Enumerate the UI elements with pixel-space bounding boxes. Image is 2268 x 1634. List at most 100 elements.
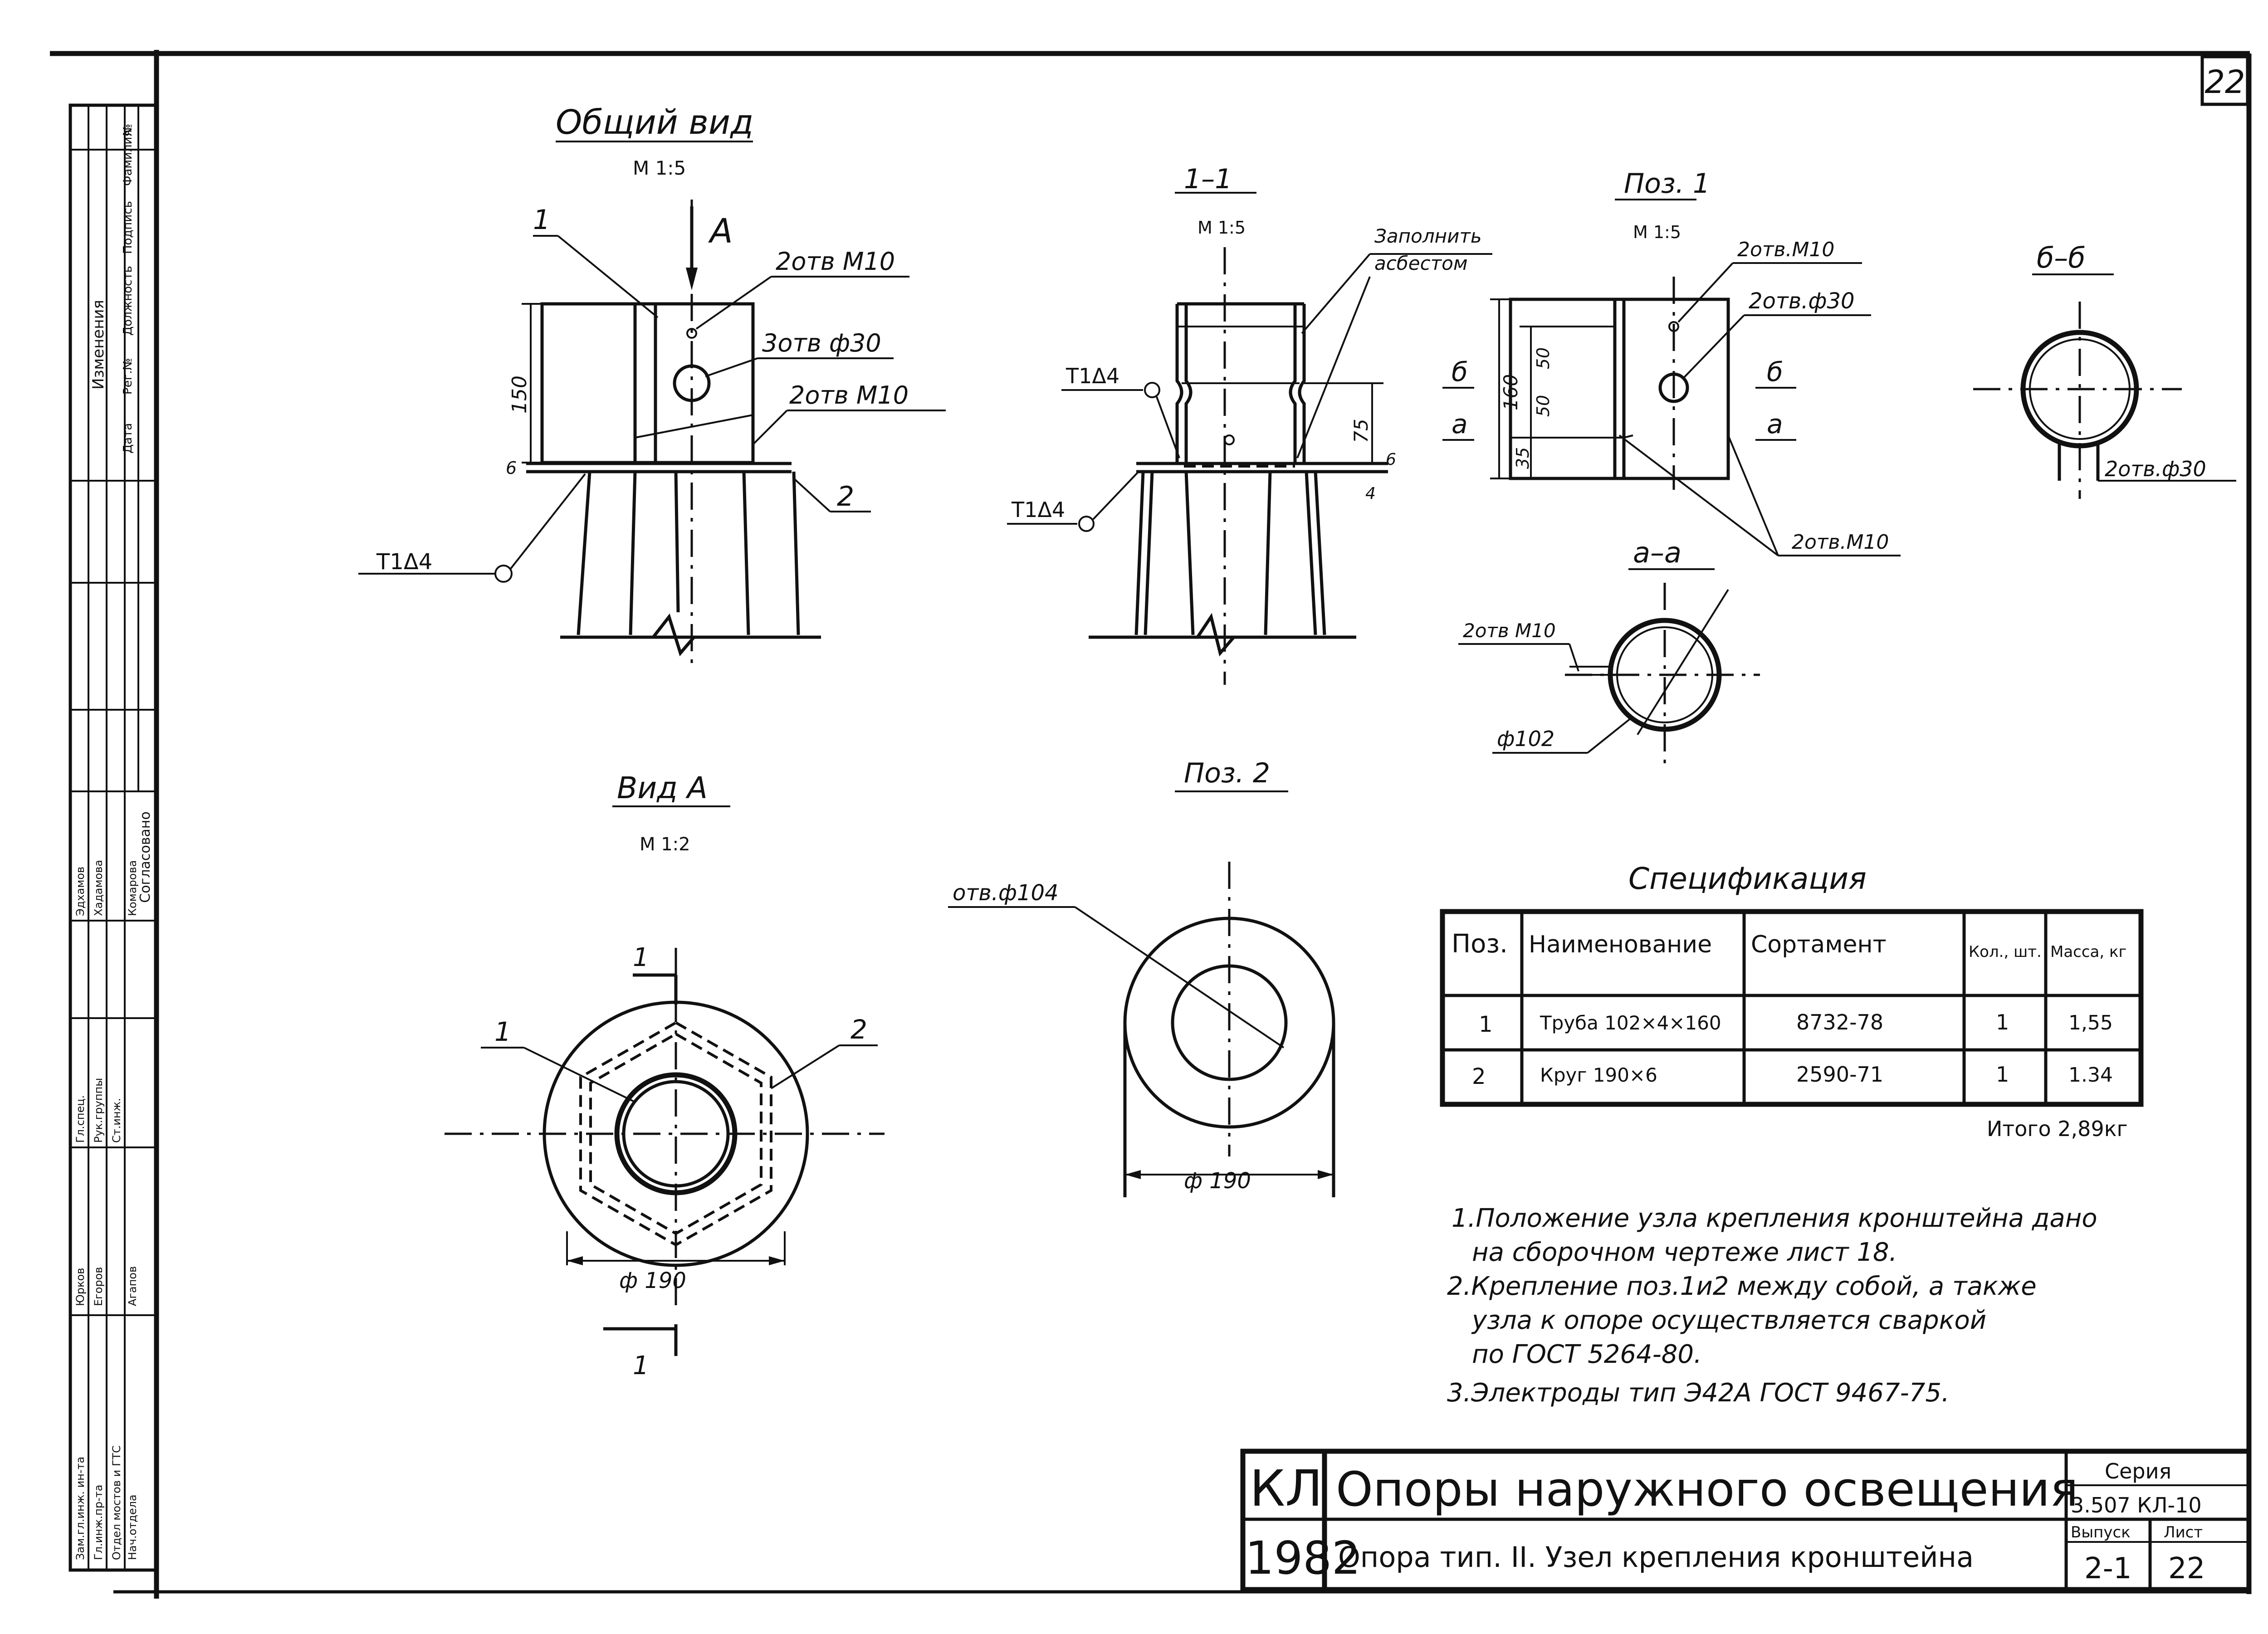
general-pos2-label: 2 (837, 481, 854, 512)
changes-title: Изменения (89, 300, 108, 390)
view-a-diameter: ф 190 (619, 1268, 686, 1293)
side-stamp: Изменения Дата Рег.№ Должность Подпись Ф… (68, 103, 158, 1572)
spec-r2-qty: 1 (1996, 1062, 2009, 1087)
sheet-frame: 22 (50, 50, 2252, 1599)
pos1-callout-m10-bottom: 2отв.М10 (1792, 531, 1889, 554)
role-chief-spec: Гл.спец. (74, 1095, 87, 1143)
title-series: 3.507 КЛ-10 (2071, 1493, 2202, 1517)
pos1-section-a-left: а (1452, 409, 1468, 439)
view-a-pos2: 2 (850, 1014, 867, 1045)
title-series-label: Серия (2105, 1459, 2171, 1483)
view-a: Вид А М 1:2 1 1 1 2 ф 190 (445, 771, 885, 1380)
view-a-cut-bottom: 1 (633, 1351, 649, 1380)
section-1-1: 1–1 М 1:5 Заполнить асбестом Т1Δ4 Т1Δ4 7… (1007, 163, 1492, 685)
general-callout-m10-bottom: 2отв М10 (789, 381, 909, 410)
title-year: 1982 (1245, 1532, 1361, 1585)
section-bb-holes: 2отв.ф30 (2105, 457, 2206, 481)
spec-r1-sortament: 8732-78 (1796, 1010, 1883, 1034)
pos1-dim-50-bottom: 50 (1533, 395, 1553, 417)
pos1-section-a-right: а (1767, 409, 1783, 439)
section-weld-bottom: Т1Δ4 (1011, 498, 1065, 522)
general-view: Общий вид М 1:5 А 150 6 1 2отв М10 3отв … (358, 103, 946, 671)
section-a-a: а–а 2отв М10 ф102 (1458, 536, 1760, 766)
spec-header-sortament: Сортамент (1751, 931, 1887, 958)
view-a-scale: М 1:2 (640, 834, 690, 855)
spec-r2-pos: 2 (1472, 1064, 1486, 1089)
section-dim-75: 75 (1350, 419, 1372, 443)
note-line-2: на сборочном чертеже лист 18. (1472, 1238, 1897, 1267)
section-dim-4: 4 (1365, 484, 1376, 503)
title-code: КЛ (1250, 1459, 1323, 1517)
pos2-hole: отв.ф104 (953, 880, 1059, 906)
view-a-cut-top: 1 (633, 943, 649, 972)
role-group-lead: Рук.группы (92, 1078, 105, 1143)
notes: 1.Положение узла крепления кронштейна да… (1447, 1204, 2097, 1408)
spec-header-qty: Кол., шт. (1969, 943, 2042, 961)
spec-r2-name: Круг 190×6 (1540, 1064, 1657, 1086)
title-sheet: 22 (2168, 1552, 2205, 1585)
pos1-title: Поз. 1 (1624, 168, 1710, 200)
fill-note-1: Заполнить (1374, 225, 1482, 247)
stamp-col-signature: Подпись (121, 201, 135, 254)
section-1-1-scale: М 1:5 (1198, 218, 1246, 238)
view-a-title: Вид А (617, 771, 708, 805)
pos1-callout-m10: 2отв.М10 (1737, 238, 1834, 261)
stamp-col-name: Фамилия (121, 130, 135, 186)
approved-label: Согласовано (137, 811, 153, 903)
general-callout-d30: 3отв ф30 (762, 329, 881, 357)
pos1-callout-d30: 2отв.ф30 (1749, 288, 1855, 314)
stamp-col-date: Дата (121, 423, 135, 454)
title-block: КЛ 1982 Опоры наружного освещения Опора … (1240, 1449, 2252, 1592)
spec-title: Спецификация (1628, 861, 1867, 896)
spec-header-name: Наименование (1529, 931, 1712, 958)
spec-r1-name: Труба 102×4×160 (1540, 1012, 1721, 1034)
section-aa-title: а–а (1633, 536, 1681, 569)
pos1-dim-50-top: 50 (1533, 347, 1553, 369)
title-issue-label: Выпуск (2071, 1523, 2131, 1541)
name-6: Комарова (126, 860, 139, 916)
title-main: Опоры наружного освещения (1336, 1462, 2078, 1517)
section-aa-holes: 2отв М10 (1463, 619, 1556, 642)
section-weld-top: Т1Δ4 (1066, 364, 1119, 388)
general-callout-m10-top: 2отв М10 (776, 247, 895, 276)
pos1-dim-160: 160 (1500, 374, 1522, 410)
sheet-number: 22 (2204, 63, 2245, 101)
note-line-3: 2.Крепление поз.1и2 между собой, а также (1447, 1272, 2037, 1301)
spec-r2-sortament: 2590-71 (1796, 1062, 1883, 1087)
note-line-1: 1.Положение узла крепления кронштейна да… (1452, 1204, 2097, 1233)
note-line-6: 3.Электроды тип Э42А ГОСТ 9467-75. (1447, 1378, 1950, 1408)
pos1-section-b-right: б (1767, 356, 1783, 387)
name-3: Агапов (126, 1266, 139, 1306)
pos2-title: Поз. 2 (1184, 757, 1270, 789)
spec-total: Итого 2,89кг (1987, 1117, 2128, 1141)
role-deputy-chief: Зам.гл.инж. ин-та (74, 1457, 87, 1560)
pos1-section-b-left: б (1452, 356, 1468, 387)
stamp-col-no: № (121, 124, 135, 136)
general-view-scale: М 1:5 (633, 157, 686, 179)
spec-r1-pos: 1 (1479, 1012, 1493, 1037)
general-view-title: Общий вид (556, 103, 753, 142)
stamp-col-reg: Рег.№ (121, 358, 135, 395)
name-4: Эдхамов (74, 867, 87, 916)
pos1-dim-35: 35 (1513, 447, 1533, 469)
note-line-5: по ГОСТ 5264-80. (1472, 1340, 1702, 1369)
section-b-b: б–б 2отв.ф30 (1973, 241, 2236, 499)
name-1: Юрков (74, 1268, 87, 1306)
section-dim-6: 6 (1386, 450, 1396, 469)
title-sheet-label: Лист (2164, 1523, 2203, 1541)
spec-header-mass: Масса, кг (2050, 943, 2126, 961)
role-chief-engineer: Гл.инж.пр-та (92, 1485, 105, 1560)
name-5: Хадамова (92, 860, 105, 916)
spec-r2-mass: 1.34 (2068, 1063, 2113, 1087)
spec-header-pos: Поз. (1452, 929, 1508, 959)
section-aa-diameter: ф102 (1497, 727, 1554, 751)
spec-r1-mass: 1,55 (2068, 1011, 2113, 1034)
pos2-detail: Поз. 2 ф 190 отв.ф104 (948, 757, 1335, 1197)
title-issue: 2-1 (2084, 1552, 2132, 1585)
view-a-arrow-label: А (708, 212, 733, 251)
role-senior-eng: Ст.инж. (110, 1098, 123, 1143)
view-a-pos1: 1 (494, 1016, 511, 1047)
stamp-col-position: Должность (121, 266, 135, 336)
role-head: Нач.отдела (126, 1494, 139, 1560)
